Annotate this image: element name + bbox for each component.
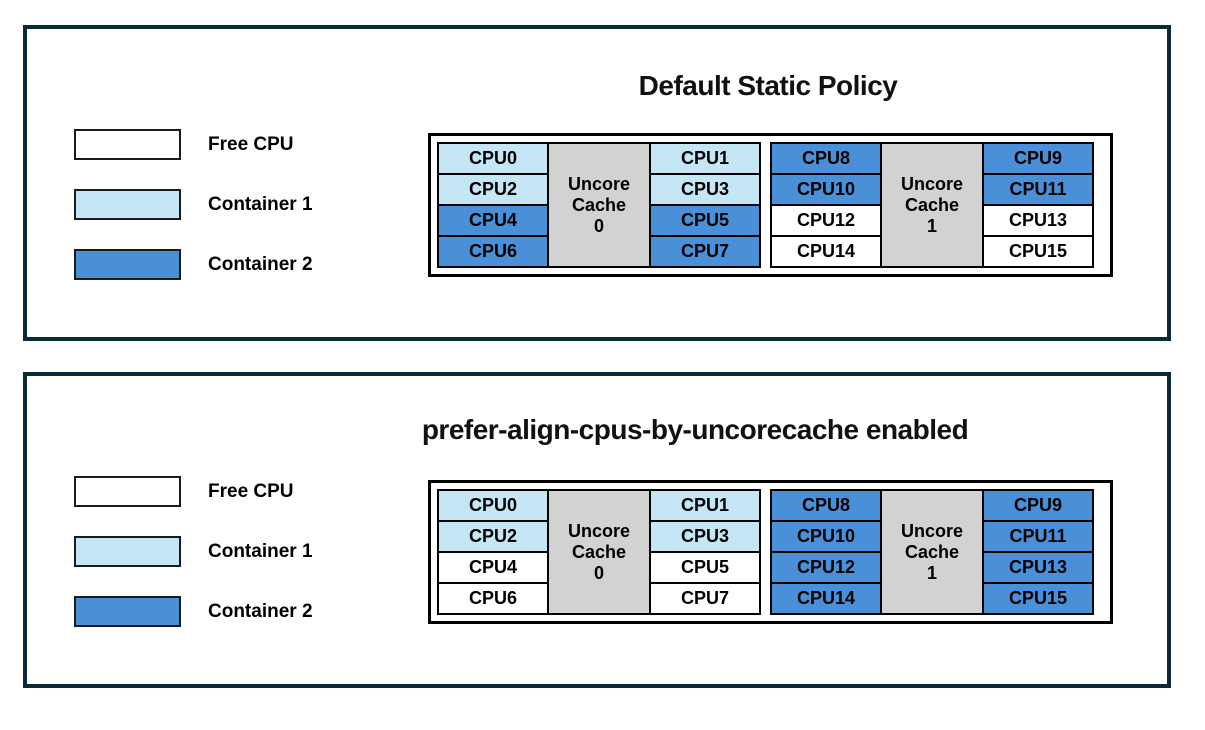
cache-label-line: 0	[593, 562, 604, 583]
cache-label-line: Cache	[571, 541, 627, 562]
cache-label-line: Uncore	[900, 173, 963, 194]
legend-item-container-1: Container 1	[74, 536, 313, 567]
cpu-cell: CPU13	[982, 204, 1094, 237]
cpu-cell: CPU10	[770, 520, 882, 553]
panel-prefer-align-uncorecache: prefer-align-cpus-by-uncorecache enabled…	[23, 372, 1171, 688]
cpu-cell: CPU8	[770, 142, 882, 175]
cpu-column-right: CPU9 CPU11 CPU13 CPU15	[982, 142, 1094, 268]
legend-swatch-container-2	[74, 596, 181, 627]
legend-label-container-2: Container 2	[208, 600, 313, 622]
cache-label-line: Cache	[571, 194, 627, 215]
cpu-cell: CPU12	[770, 204, 882, 237]
cpu-column-right: CPU9 CPU11 CPU13 CPU15	[982, 489, 1094, 615]
panel-title: Default Static Policy	[638, 70, 898, 101]
cpu-cell: CPU7	[649, 582, 761, 615]
cpu-cell: CPU9	[982, 489, 1094, 522]
cache-label-line: Uncore	[567, 173, 630, 194]
uncore-cache-box: Uncore Cache 1	[880, 142, 984, 268]
cpu-cell: CPU6	[437, 582, 549, 615]
cpu-topology-diagram: CPU0 CPU2 CPU4 CPU6 Uncore Cache 0 CPU1 …	[428, 133, 1113, 277]
cpu-cell: CPU1	[649, 489, 761, 522]
cpu-cell: CPU15	[982, 235, 1094, 268]
cpu-column-left: CPU8 CPU10 CPU12 CPU14	[770, 142, 882, 268]
legend-swatch-container-2	[74, 249, 181, 280]
cpu-column-left: CPU0 CPU2 CPU4 CPU6	[437, 489, 549, 615]
cpu-cell: CPU11	[982, 520, 1094, 553]
uncore-cache-box: Uncore Cache 0	[547, 142, 651, 268]
legend-label-container-2: Container 2	[208, 253, 313, 275]
cache-label-line: Cache	[904, 194, 960, 215]
cpu-column-right: CPU1 CPU3 CPU5 CPU7	[649, 489, 761, 615]
uncore-cache-box: Uncore Cache 0	[547, 489, 651, 615]
uncore-cache-1-group: CPU8 CPU10 CPU12 CPU14 Uncore Cache 1 CP…	[770, 489, 1094, 615]
cache-label-line: 0	[593, 215, 604, 236]
legend-label-container-1: Container 1	[208, 540, 313, 562]
cpu-cell: CPU10	[770, 173, 882, 206]
cpu-cell: CPU9	[982, 142, 1094, 175]
legend-item-container-2: Container 2	[74, 249, 313, 280]
legend-label-free-cpu: Free CPU	[208, 480, 294, 502]
cpu-cell: CPU5	[649, 551, 761, 584]
legend-label-container-1: Container 1	[208, 193, 313, 215]
cpu-cell: CPU2	[437, 173, 549, 206]
cpu-cell: CPU8	[770, 489, 882, 522]
legend-swatch-free-cpu	[74, 476, 181, 507]
cpu-cell: CPU5	[649, 204, 761, 237]
cpu-cell: CPU0	[437, 142, 549, 175]
cache-label-line: 1	[926, 562, 937, 583]
cpu-cell: CPU1	[649, 142, 761, 175]
legend-item-free-cpu: Free CPU	[74, 129, 294, 160]
legend-item-container-1: Container 1	[74, 189, 313, 220]
cache-label-line: 1	[926, 215, 937, 236]
cpu-topology-diagram: CPU0 CPU2 CPU4 CPU6 Uncore Cache 0 CPU1 …	[428, 480, 1113, 624]
cpu-cell: CPU3	[649, 173, 761, 206]
uncore-cache-1-group: CPU8 CPU10 CPU12 CPU14 Uncore Cache 1 CP…	[770, 142, 1094, 268]
cpu-cell: CPU14	[770, 235, 882, 268]
legend-item-container-2: Container 2	[74, 596, 313, 627]
legend-swatch-container-1	[74, 189, 181, 220]
cpu-cell: CPU15	[982, 582, 1094, 615]
cpu-cell: CPU6	[437, 235, 549, 268]
cpu-column-left: CPU8 CPU10 CPU12 CPU14	[770, 489, 882, 615]
cpu-cell: CPU14	[770, 582, 882, 615]
cpu-cell: CPU4	[437, 551, 549, 584]
cpu-cell: CPU11	[982, 173, 1094, 206]
panel-title: prefer-align-cpus-by-uncorecache enabled	[421, 414, 969, 445]
cpu-cell: CPU4	[437, 204, 549, 237]
cache-label-line: Cache	[904, 541, 960, 562]
cpu-cell: CPU13	[982, 551, 1094, 584]
cache-label-line: Uncore	[900, 520, 963, 541]
cpu-cell: CPU12	[770, 551, 882, 584]
legend-label-free-cpu: Free CPU	[208, 133, 294, 155]
cpu-cell: CPU0	[437, 489, 549, 522]
cache-label-line: Uncore	[567, 520, 630, 541]
cpu-column-right: CPU1 CPU3 CPU5 CPU7	[649, 142, 761, 268]
uncore-cache-0-group: CPU0 CPU2 CPU4 CPU6 Uncore Cache 0 CPU1 …	[437, 489, 761, 615]
legend-swatch-container-1	[74, 536, 181, 567]
cpu-column-left: CPU0 CPU2 CPU4 CPU6	[437, 142, 549, 268]
cpu-cell: CPU3	[649, 520, 761, 553]
cpu-cell: CPU2	[437, 520, 549, 553]
legend-item-free-cpu: Free CPU	[74, 476, 294, 507]
cpu-cell: CPU7	[649, 235, 761, 268]
uncore-cache-box: Uncore Cache 1	[880, 489, 984, 615]
legend-swatch-free-cpu	[74, 129, 181, 160]
panel-default-static-policy: Default Static Policy Free CPU Container…	[23, 25, 1171, 341]
uncore-cache-0-group: CPU0 CPU2 CPU4 CPU6 Uncore Cache 0 CPU1 …	[437, 142, 761, 268]
